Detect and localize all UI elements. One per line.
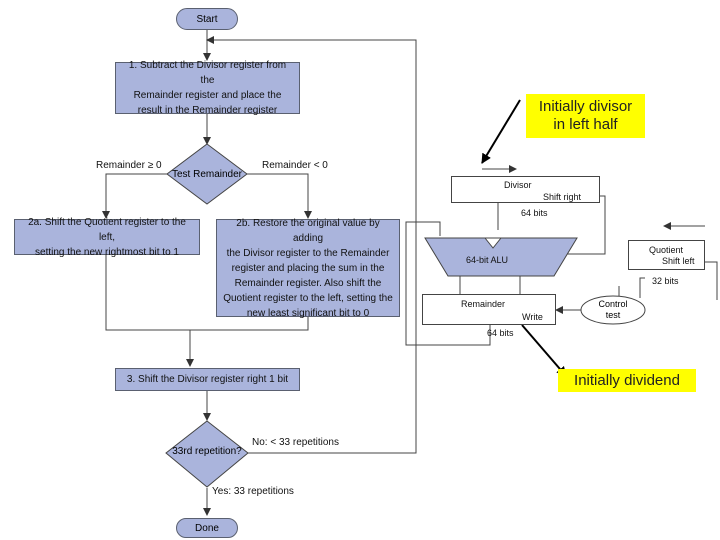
divisor-callout: Initially divisor in left half xyxy=(526,94,645,138)
yes-label: Yes: 33 repetitions xyxy=(212,486,294,497)
dividend-callout: Initially dividend xyxy=(558,369,696,392)
quotient-register: Quotient Shift left xyxy=(628,240,705,270)
branch-right-label: Remainder < 0 xyxy=(262,160,328,171)
alu-label: 64-bit ALU xyxy=(466,255,509,265)
repetition-label: 33rd repetition? xyxy=(172,446,242,457)
test-remainder-diamond xyxy=(166,143,248,205)
branch-left-label: Remainder ≥ 0 xyxy=(96,160,162,171)
no-label: No: < 33 repetitions xyxy=(252,437,339,448)
alu-shape xyxy=(424,237,578,277)
control-test-label: Control test xyxy=(598,299,628,320)
divisor-bits-label: 64 bits xyxy=(521,208,548,218)
remainder-label: Remainder xyxy=(461,299,506,309)
divisor-shift-label: Shift right xyxy=(543,192,582,202)
quotient-label: Quotient xyxy=(649,245,684,255)
remainder-register: Remainder Write xyxy=(422,294,556,325)
step2a-box: 2a. Shift the Quotient register to the l… xyxy=(14,217,200,258)
quotient-shift-label: Shift left xyxy=(662,256,695,266)
test-remainder-label: Test Remainder xyxy=(171,169,243,180)
repetition-diamond xyxy=(165,420,249,488)
start-terminator: Start xyxy=(176,8,238,30)
done-terminator: Done xyxy=(176,518,238,538)
step2b-box: 2b. Restore the original value by adding… xyxy=(216,218,400,319)
remainder-bits-label: 64 bits xyxy=(487,328,514,338)
write-label: Write xyxy=(522,312,543,322)
quotient-bits-label: 32 bits xyxy=(652,276,679,286)
control-test-oval xyxy=(580,295,646,325)
step3-box: 3. Shift the Divisor register right 1 bi… xyxy=(115,368,300,391)
step1-box: 1. Subtract the Divisor register from th… xyxy=(115,60,300,116)
divisor-label: Divisor xyxy=(504,180,532,190)
divisor-register: Divisor Shift right xyxy=(451,176,600,203)
